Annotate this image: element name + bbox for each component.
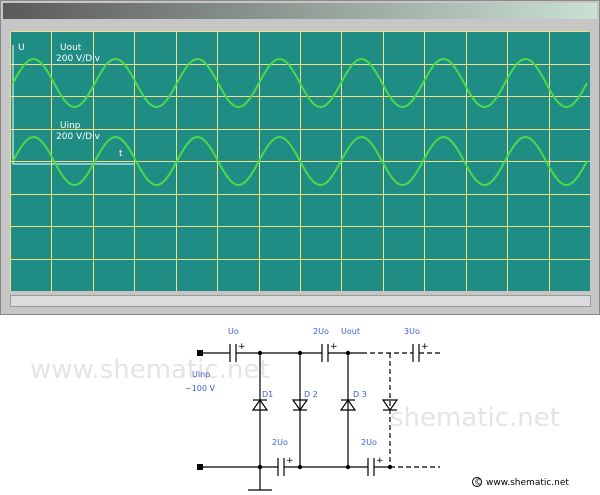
junction-dot [297, 350, 303, 356]
plus-mark-c4: + [376, 456, 384, 466]
voltage-axis-label: U [18, 43, 25, 53]
voltage-multiplier-schematic: www.shematic.net shematic.net + + + [30, 327, 569, 491]
watermark-left: www.shematic.net [30, 355, 270, 385]
output-channel-name: Uout [60, 43, 82, 53]
input-channel-name: Uinp [60, 121, 81, 131]
status-bar [10, 295, 591, 307]
input-trace [12, 136, 588, 186]
label-input-voltage: ~100 V [185, 384, 216, 393]
copyright-icon-glyph: © [474, 478, 483, 488]
output-trace [12, 58, 588, 108]
input-terminal-bottom [197, 464, 203, 470]
label-uout: Uout [341, 327, 360, 336]
junction-dot [257, 350, 263, 356]
plus-mark-c5: + [421, 342, 429, 352]
input-channel-scale: 200 V/Div [56, 132, 101, 142]
output-channel-scale: 200 V/Div [56, 54, 101, 64]
junction-dot [345, 464, 351, 470]
label-uinp: Uinp [192, 370, 210, 379]
oscilloscope-screen: U Uout 200 V/Div Uinp 200 V/Div t [10, 31, 590, 291]
scope-window: U Uout 200 V/Div Uinp 200 V/Div t [0, 0, 600, 315]
label-2uo-top: 2Uo [313, 327, 329, 336]
copyright-icon [472, 477, 482, 487]
diode-d3-symbol [339, 398, 357, 411]
title-bar [3, 3, 597, 19]
input-terminal-top [197, 350, 203, 356]
junction-dot [297, 464, 303, 470]
label-d1: D1 [262, 390, 273, 399]
label-2uo-bottom-b: 2Uo [361, 438, 377, 447]
diode-d4-symbol [381, 399, 399, 412]
junction-dot [345, 350, 351, 356]
label-3uo: 3Uo [404, 327, 420, 336]
plus-mark-c2: + [286, 456, 294, 466]
junction-dot [387, 464, 393, 470]
diode-d1-symbol [251, 398, 269, 411]
screen-grid [10, 31, 590, 291]
label-d3: D 3 [353, 390, 367, 399]
label-2uo-bottom-a: 2Uo [272, 438, 288, 447]
diode-d2-symbol [291, 399, 309, 412]
watermark-right: shematic.net [390, 403, 560, 433]
label-uo: Uo [228, 327, 239, 336]
site-credit: www.shematic.net [486, 478, 569, 488]
time-axis-label: t [119, 149, 123, 159]
junction-dot [257, 464, 263, 470]
plus-mark-c1: + [238, 342, 246, 352]
label-d2: D 2 [304, 390, 318, 399]
plus-mark-c3: + [330, 342, 338, 352]
